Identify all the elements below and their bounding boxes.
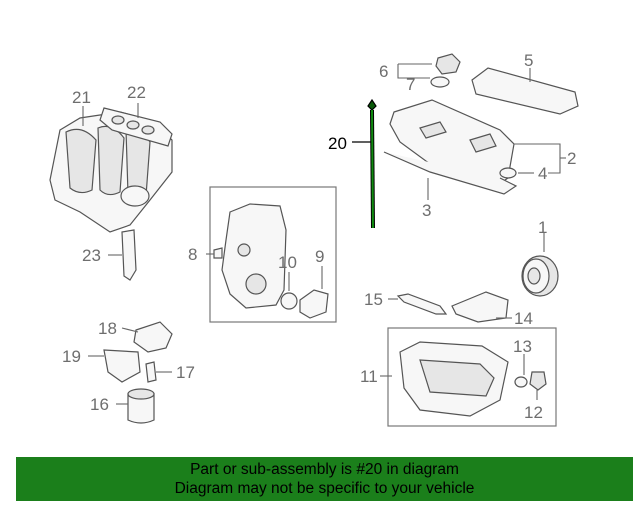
crank-pulley[interactable]	[521, 255, 559, 297]
bracket-19[interactable]	[103, 349, 141, 383]
callout-18[interactable]: 18	[98, 319, 117, 338]
callout-3[interactable]: 3	[422, 201, 431, 220]
callout-12[interactable]: 12	[524, 403, 543, 422]
callout-22[interactable]: 22	[127, 83, 146, 102]
oil-filter[interactable]	[127, 388, 155, 424]
part-17[interactable]	[145, 361, 157, 383]
callout-4[interactable]: 4	[538, 164, 547, 183]
banner-line-2: Diagram may not be specific to your vehi…	[174, 480, 475, 497]
callout-13[interactable]: 13	[513, 337, 532, 356]
oil-dipstick[interactable]	[367, 98, 377, 229]
callout-8[interactable]: 8	[188, 245, 197, 264]
banner-line-1: Part or sub-assembly is #20 in diagram	[190, 461, 459, 478]
bracket-23[interactable]	[121, 229, 137, 281]
oil-filler-cap[interactable]	[435, 53, 461, 75]
timing-cover[interactable]	[221, 203, 287, 309]
callout-20[interactable]: 20	[328, 134, 347, 153]
washer-7[interactable]	[430, 76, 450, 88]
oil-pump-9[interactable]	[299, 289, 329, 319]
callout-16[interactable]: 16	[90, 395, 109, 414]
intake-gasket[interactable]	[99, 107, 173, 147]
callout-2[interactable]: 2	[567, 149, 576, 168]
callout-7[interactable]: 7	[406, 75, 415, 94]
engine-mount-18[interactable]	[133, 321, 173, 353]
seal-10[interactable]	[280, 292, 298, 310]
callout-19[interactable]: 19	[62, 347, 81, 366]
engine-cover[interactable]	[471, 67, 579, 115]
callout-23[interactable]: 23	[82, 246, 101, 265]
callout-21[interactable]: 21	[72, 88, 91, 107]
callout-1[interactable]: 1	[538, 218, 547, 237]
callout-15[interactable]: 15	[364, 290, 383, 309]
notice-banner: Part or sub-assembly is #20 in diagram D…	[16, 457, 633, 501]
gasket-15[interactable]	[396, 293, 448, 315]
callout-9[interactable]: 9	[315, 247, 324, 266]
parts-diagram: 21 22 23 8 10 9 1 3 4 2	[49, 51, 579, 427]
washer-4[interactable]	[499, 167, 517, 179]
intake-manifold[interactable]	[49, 111, 173, 233]
callout-5[interactable]: 5	[524, 51, 533, 70]
callout-17[interactable]: 17	[176, 363, 195, 382]
callout-6[interactable]: 6	[379, 62, 388, 81]
washer-13[interactable]	[514, 376, 528, 388]
valve-cover[interactable]	[389, 99, 515, 187]
callout-11[interactable]: 11	[360, 367, 378, 386]
callout-14[interactable]: 14	[514, 309, 533, 328]
valve-cover-gasket[interactable]	[383, 151, 518, 195]
drain-bolt[interactable]	[529, 371, 547, 391]
callout-10[interactable]: 10	[278, 253, 297, 272]
